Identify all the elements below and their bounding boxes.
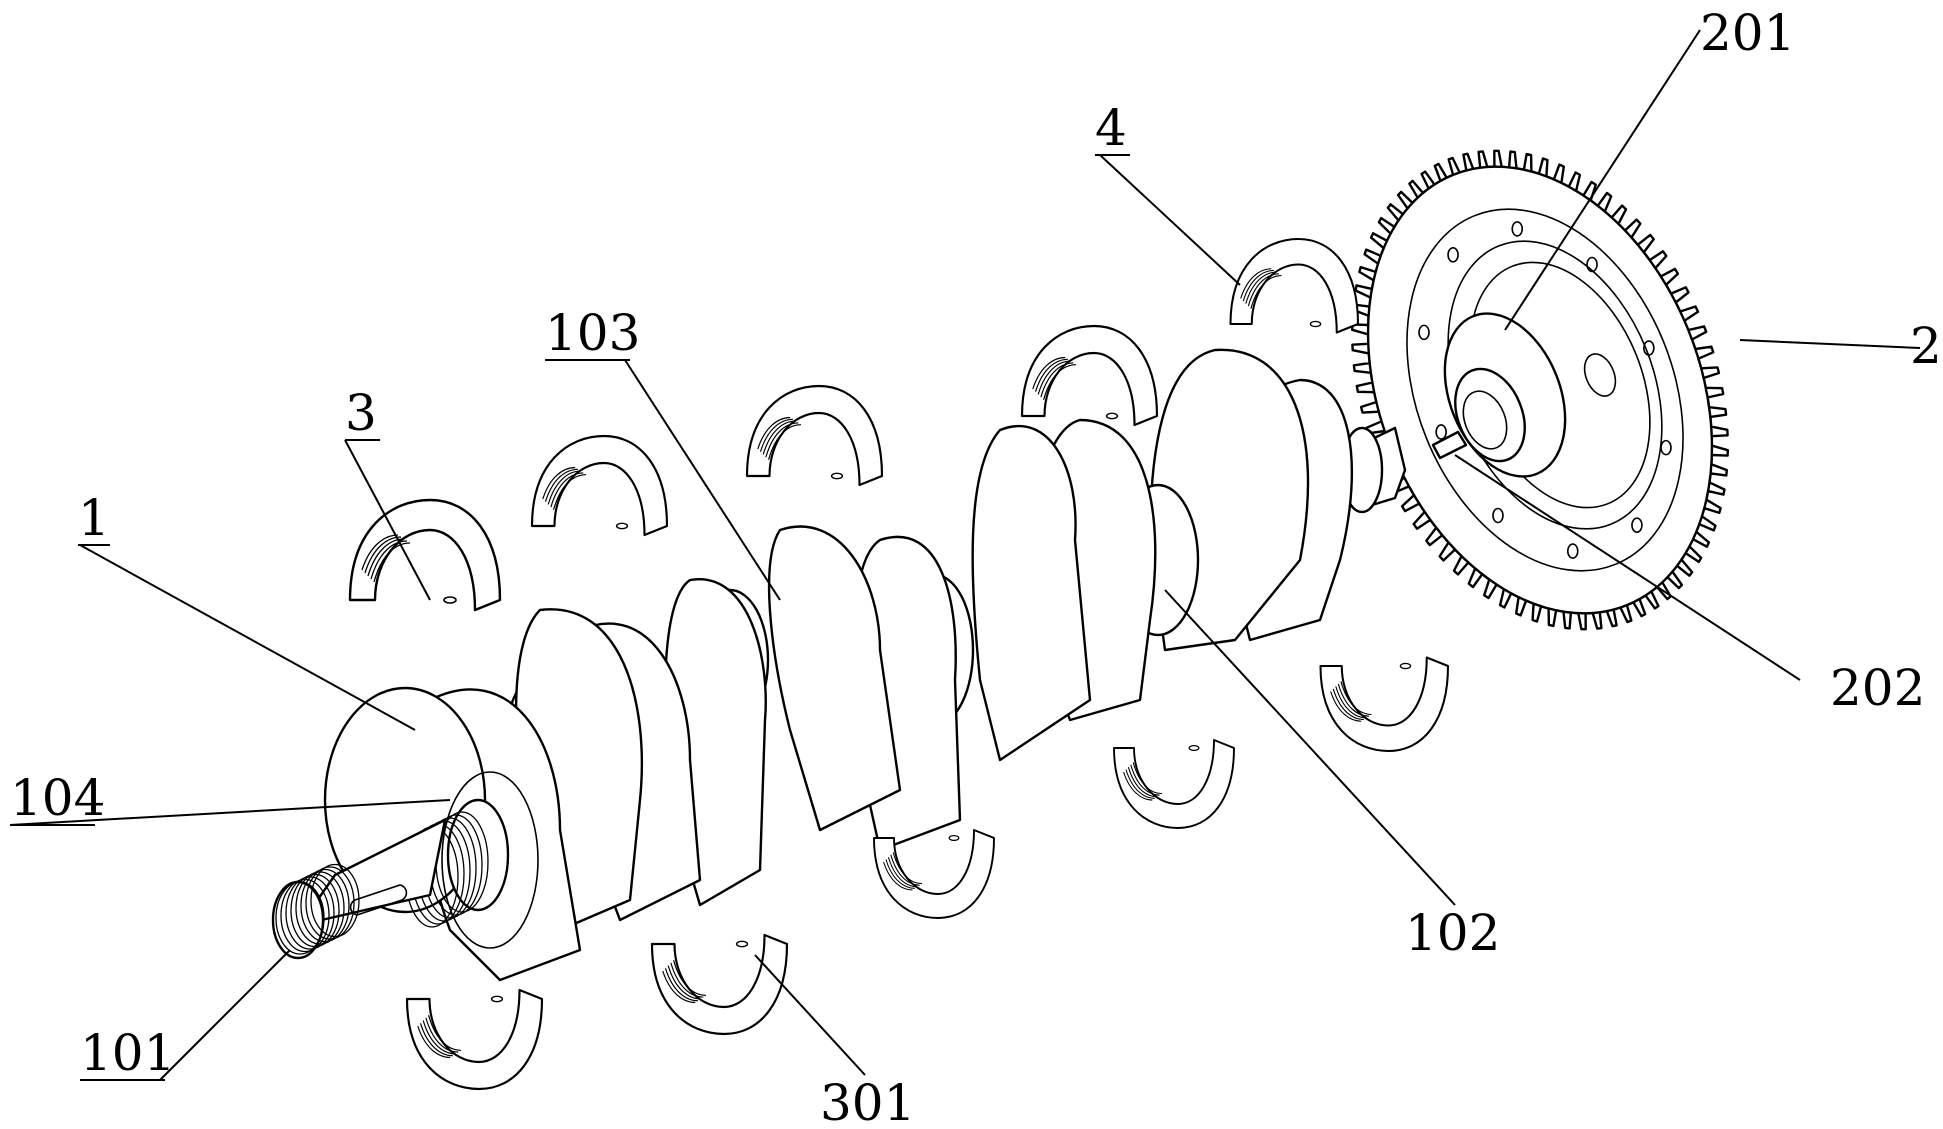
oil-hole-301 — [1107, 413, 1118, 418]
label-1: 1 — [78, 489, 110, 547]
lower-shell-3 — [874, 830, 994, 918]
oil-hole-301 — [617, 523, 628, 528]
leader-102 — [1165, 590, 1455, 905]
label-101: 101 — [80, 1024, 175, 1082]
oil-hole-301 — [1189, 746, 1199, 751]
upper-shell-2 — [532, 436, 667, 535]
oil-hole-301 — [1310, 321, 1320, 326]
lower-shell-1 — [407, 990, 542, 1089]
upper-shell-5 — [1231, 239, 1359, 333]
leader-101 — [160, 950, 290, 1080]
label-4: 4 — [1095, 99, 1127, 157]
oil-hole-301 — [737, 941, 748, 946]
upper-shell-3 — [747, 386, 882, 485]
lower-shell-4 — [1114, 740, 1234, 828]
oil-hole-301 — [832, 473, 843, 478]
label-103: 103 — [545, 304, 640, 362]
leader-301 — [755, 955, 865, 1075]
leader-4 — [1100, 155, 1240, 285]
label-2: 2 — [1910, 317, 1942, 375]
label-201: 201 — [1700, 4, 1795, 62]
upper-shell-1 — [350, 500, 500, 610]
label-301: 301 — [820, 1074, 915, 1129]
gear-assembly — [1305, 115, 1776, 665]
oil-hole-301 — [1400, 663, 1410, 668]
label-202: 202 — [1830, 659, 1925, 717]
lower-shell-2 — [652, 935, 787, 1034]
oil-hole-301 — [949, 836, 959, 841]
label-3: 3 — [345, 384, 377, 442]
oil-hole-301 — [444, 597, 456, 603]
label-102: 102 — [1405, 904, 1500, 962]
lower-shell-5 — [1321, 658, 1449, 752]
upper-shell-4 — [1022, 326, 1157, 425]
oil-hole-301 — [492, 996, 503, 1001]
label-104: 104 — [10, 769, 105, 827]
leader-2 — [1740, 340, 1920, 348]
